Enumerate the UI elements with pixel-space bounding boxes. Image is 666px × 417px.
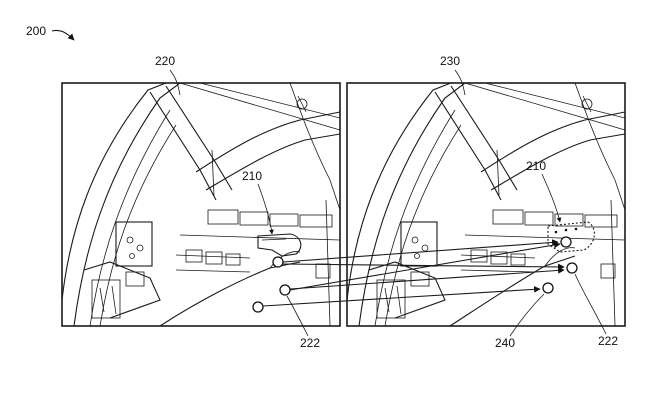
right-feature-point-1 [560,236,572,248]
right-object-arrow [541,173,562,223]
right-panel: 230 210 240 222 [346,54,626,350]
match-arrow-4 [289,267,565,290]
left-panel: 220 210 222 [61,54,341,350]
left-feature-point-1 [272,256,284,268]
match-arrow-2 [282,263,565,271]
right-panel-label: 230 [440,54,460,68]
right-projection-leader [509,293,545,337]
figure-number-arrow [51,29,75,41]
right-feature-leader [574,273,607,335]
left-feature-leader [286,295,309,337]
left-object-label: 210 [242,169,262,183]
left-feature-label: 222 [300,336,320,350]
left-panel-scene [62,83,340,326]
right-object-label: 210 [526,159,546,173]
left-feature-point-3 [252,301,264,313]
match-arrow-5 [262,286,541,307]
left-object-arrow [257,183,274,235]
correspondence-arrows [262,239,565,307]
left-feature-point-2 [279,284,291,296]
right-feature-point-2 [566,262,578,274]
right-panel-scene [347,83,625,326]
right-panel-leader [454,69,466,96]
match-arrow-1 [282,239,559,263]
left-panel-leader [169,69,181,96]
right-feature-label: 222 [598,334,618,348]
right-projection-label: 240 [495,336,515,350]
match-arrow-3 [289,241,561,291]
figure-number-label: 200 [26,24,46,38]
left-panel-label: 220 [155,54,175,68]
right-feature-point-3 [542,282,554,294]
